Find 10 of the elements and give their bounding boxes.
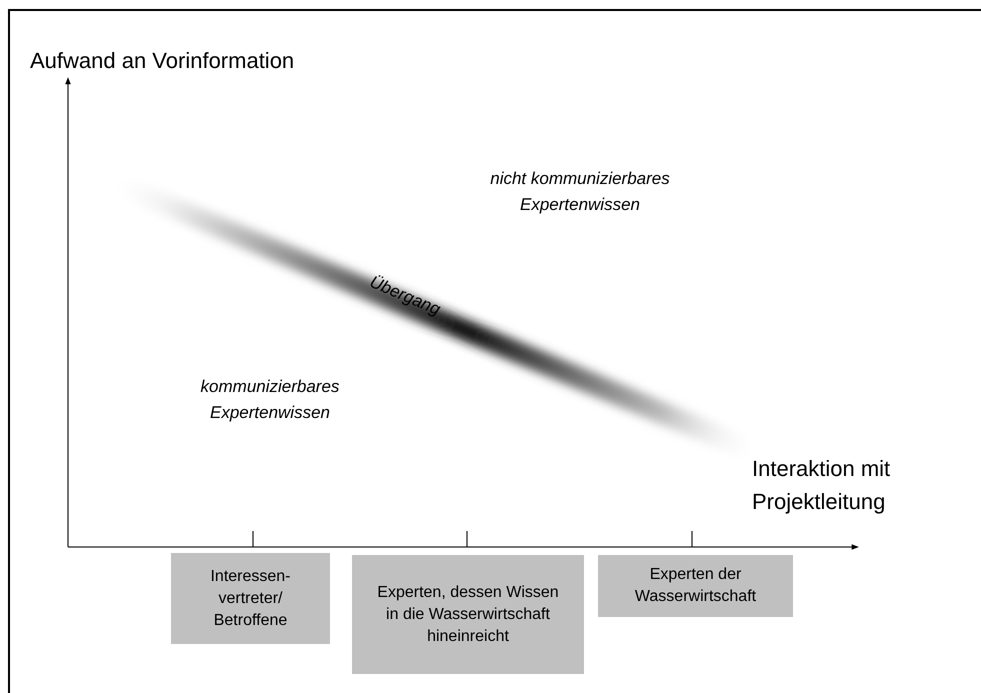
category-box <box>352 555 584 674</box>
box-label: Experten der Wasserwirtschaft <box>634 565 758 607</box>
region-label: kommunizierbares Expertenwissen <box>200 376 340 424</box>
y-axis-title: Aufwand an Vorinformation <box>30 47 296 75</box>
category-box <box>171 553 330 644</box>
x-axis-title: Interaktion mit Projektleitung <box>752 455 892 516</box>
box-label: Interessen- vertreter/ Betroffene <box>209 566 292 630</box>
region-label: nicht kommunizierbares Expertenwissen <box>489 168 671 216</box>
category-box <box>598 555 793 617</box>
box-label: Experten, dessen Wissen in die Wasserwirtschaft hineinreicht <box>376 582 560 646</box>
